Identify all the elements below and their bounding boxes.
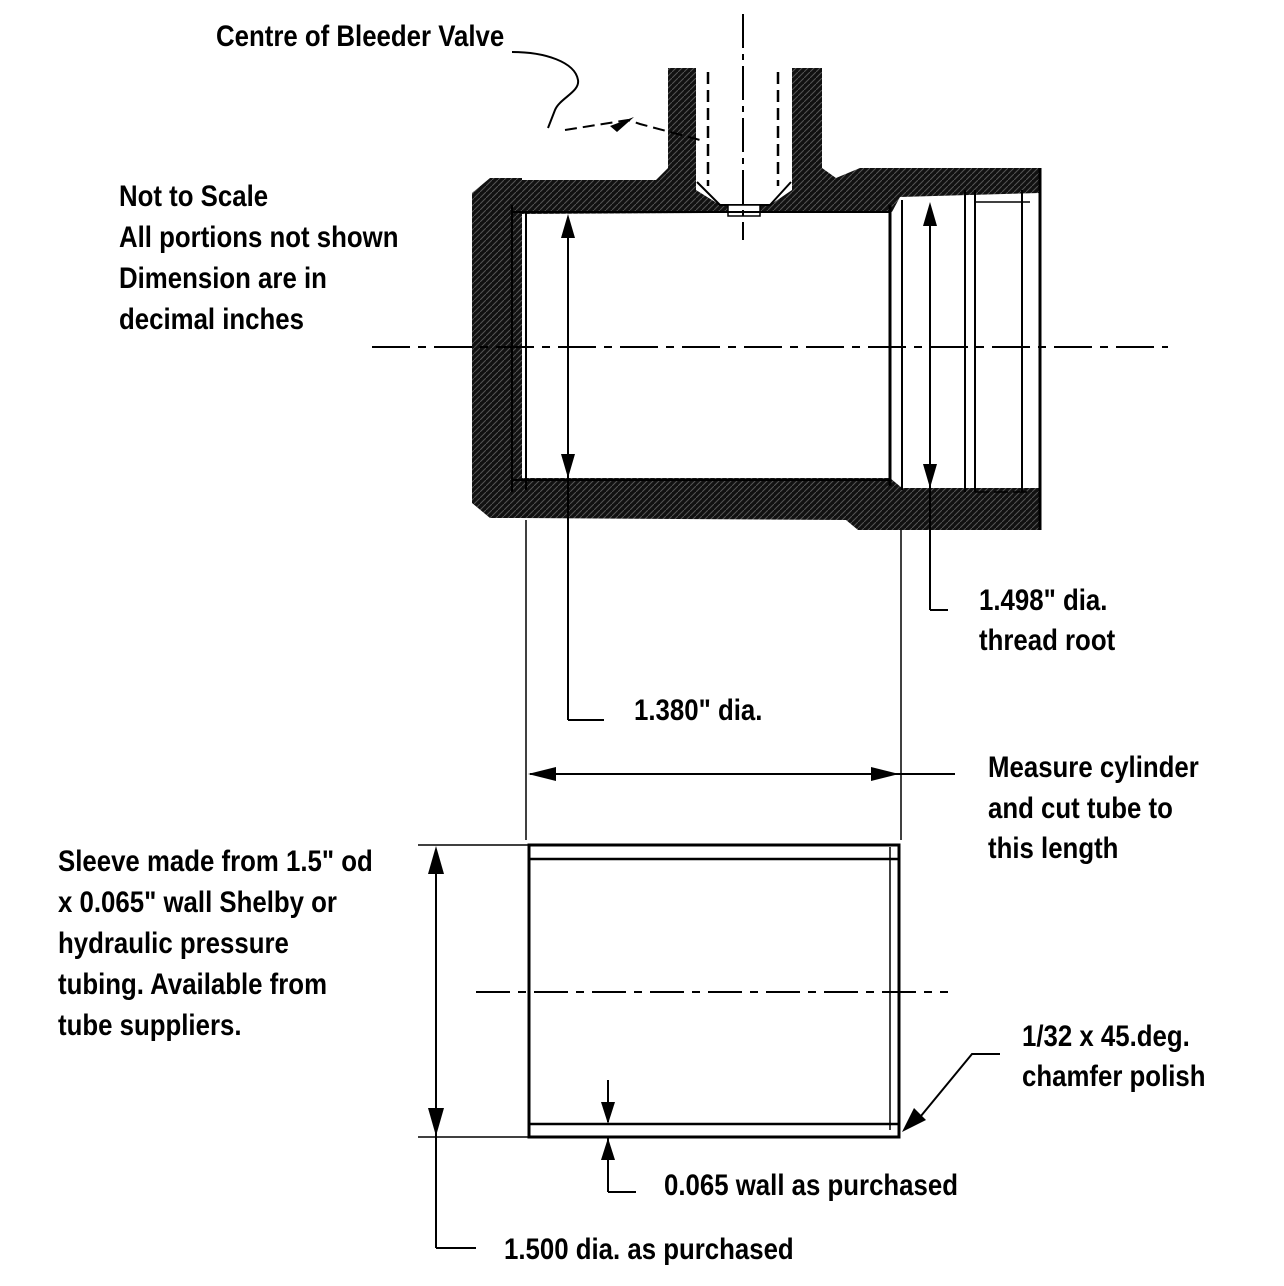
od-dimension bbox=[418, 844, 530, 1249]
wall-label: 0.065 wall as purchased bbox=[664, 1169, 958, 1202]
note-units: decimal inches bbox=[119, 303, 304, 336]
chamfer-line-1: 1/32 x 45.deg. bbox=[1022, 1020, 1190, 1053]
valve-leader-squiggle bbox=[511, 51, 580, 129]
cylinder-bottom-wall bbox=[520, 478, 1040, 530]
note-portions: All portions not shown bbox=[119, 221, 399, 254]
measure-line-2: and cut tube to bbox=[988, 792, 1173, 825]
sleeve-line-4: tubing. Available from bbox=[58, 968, 328, 1001]
note-dimension: Dimension are in bbox=[119, 262, 327, 295]
od-label: 1.500 dia. as purchased bbox=[504, 1233, 794, 1266]
sleeve-line-2: x 0.065" wall Shelby or bbox=[58, 886, 337, 919]
sleeve-line-3: hydraulic pressure bbox=[58, 927, 289, 960]
note-not-to-scale: Not to Scale bbox=[119, 180, 269, 213]
wall-dimension bbox=[601, 1080, 636, 1193]
measure-line-1: Measure cylinder bbox=[988, 751, 1199, 784]
length-dimension bbox=[528, 767, 955, 781]
thread-root-label: thread root bbox=[979, 624, 1116, 657]
cylinder-top-wall bbox=[520, 68, 1040, 214]
sleeve-line-5: tube suppliers. bbox=[58, 1009, 242, 1042]
bore-dia-label: 1.380" dia. bbox=[634, 694, 763, 727]
thread-root-dia-label: 1.498" dia. bbox=[979, 584, 1108, 617]
chamfer-line-2: chamfer polish bbox=[1022, 1060, 1206, 1093]
bore-dimension bbox=[561, 214, 604, 721]
chamfer-leader bbox=[902, 1053, 1000, 1132]
sleeve-line-1: Sleeve made from 1.5" od bbox=[58, 845, 373, 878]
thread-root-dimension bbox=[923, 202, 948, 611]
cylinder-section bbox=[472, 68, 1042, 530]
centre-bleeder-valve-label: Centre of Bleeder Valve bbox=[216, 20, 505, 53]
measure-line-3: this length bbox=[988, 832, 1119, 865]
